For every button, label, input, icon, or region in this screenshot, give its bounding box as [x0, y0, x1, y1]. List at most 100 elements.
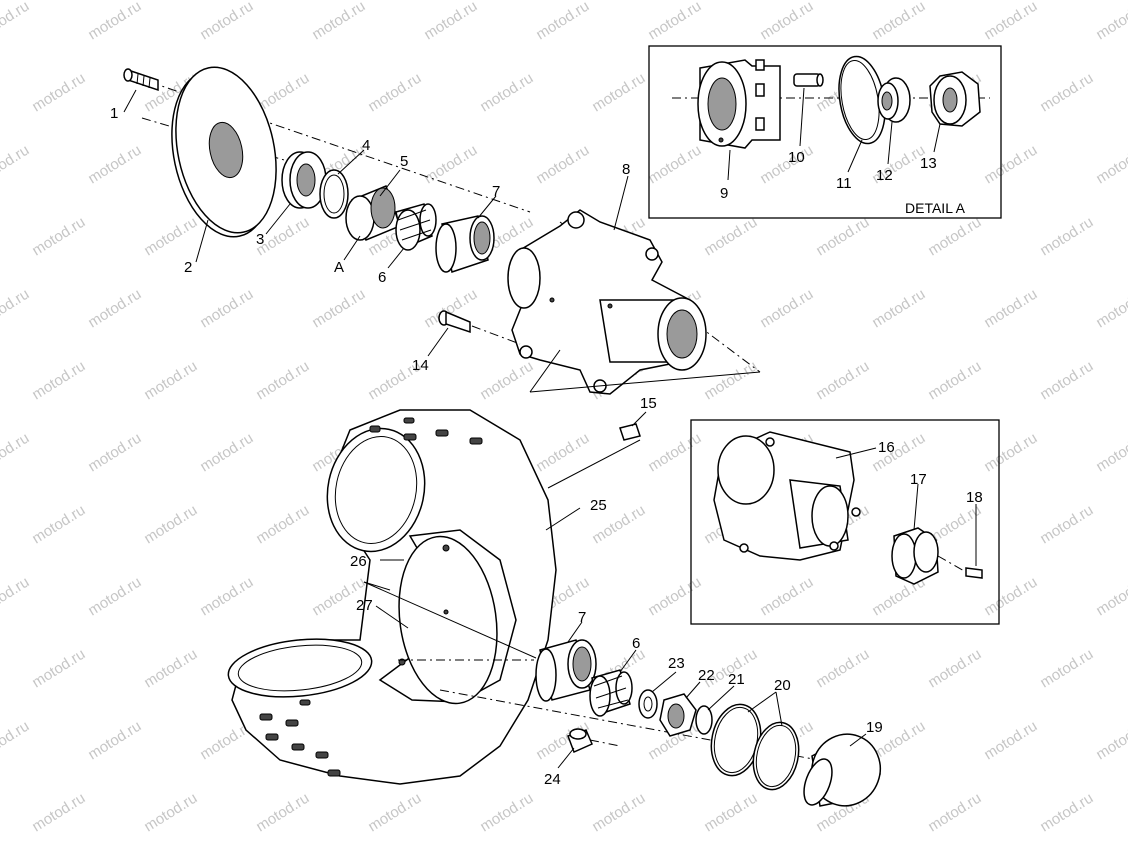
callout-22: 22: [698, 667, 715, 684]
part-6-bearing-upper: [395, 203, 437, 251]
watermark-text: motod.ru: [645, 0, 704, 43]
watermark-text: motod.ru: [85, 142, 144, 188]
part-17-collar: [891, 527, 939, 585]
callout-15: 15: [640, 395, 657, 412]
callout-6-lower: 6: [632, 635, 640, 652]
watermark-text: motod.ru: [925, 214, 984, 260]
watermark-text: motod.ru: [0, 0, 32, 43]
callout-24: 24: [544, 771, 561, 788]
part-9-collar: [697, 59, 781, 149]
watermark-text: motod.ru: [1093, 142, 1128, 188]
watermark-text: motod.ru: [1093, 718, 1128, 764]
watermark-text: motod.ru: [757, 0, 816, 43]
watermark-text: motod.ru: [1037, 358, 1096, 404]
watermark-text: motod.ru: [197, 286, 256, 332]
watermark-text: motod.ru: [365, 790, 424, 836]
watermark-text: motod.ru: [141, 790, 200, 836]
watermark-text: motod.ru: [981, 574, 1040, 620]
part-18-bolt: [937, 555, 983, 579]
part-13-hex-nut: [929, 71, 981, 127]
part-6-bearing-lower: [589, 669, 633, 717]
part-12-spacer: [877, 77, 911, 123]
part-16-hub-alt: [713, 431, 861, 561]
callout-25: 25: [590, 497, 607, 514]
callout-3: 3: [256, 231, 264, 248]
callout-14: 14: [412, 357, 429, 374]
callout-1: 1: [110, 105, 118, 122]
watermark-text: motod.ru: [29, 214, 88, 260]
watermark-text: motod.ru: [141, 646, 200, 692]
part-2-brake-disc: [171, 66, 277, 238]
watermark-text: motod.ru: [813, 358, 872, 404]
watermark-text: motod.ru: [1037, 790, 1096, 836]
part-23-washer: [638, 689, 658, 719]
callout-A: A: [334, 259, 344, 276]
part-5-collar: [345, 185, 401, 241]
part-4-snap-ring: [319, 169, 349, 219]
watermark-text: motod.ru: [925, 646, 984, 692]
watermark-text: motod.ru: [1037, 502, 1096, 548]
callout-26: 26: [350, 553, 367, 570]
watermark-text: motod.ru: [29, 70, 88, 116]
watermark-text: motod.ru: [869, 0, 928, 43]
watermark-text: motod.ru: [533, 430, 592, 476]
watermark-text: motod.ru: [757, 286, 816, 332]
callout-17: 17: [910, 471, 927, 488]
watermark-text: motod.ru: [589, 70, 648, 116]
watermark-text: motod.ru: [477, 790, 536, 836]
callout-4: 4: [362, 137, 370, 154]
watermark-text: motod.ru: [533, 142, 592, 188]
watermark-text: motod.ru: [981, 286, 1040, 332]
watermark-text: motod.ru: [925, 790, 984, 836]
watermark-text: motod.ru: [421, 0, 480, 43]
watermark-text: motod.ru: [29, 358, 88, 404]
watermark-text: motod.ru: [477, 358, 536, 404]
watermark-text: motod.ru: [645, 142, 704, 188]
part-21-o-ring: [695, 705, 713, 735]
part-7-bearing-race-lower: [535, 639, 597, 702]
callout-13: 13: [920, 155, 937, 172]
watermark-text: motod.ru: [1037, 646, 1096, 692]
watermark-text: motod.ru: [197, 574, 256, 620]
callout-9: 9: [720, 185, 728, 202]
watermark-text: motod.ru: [421, 142, 480, 188]
part-8-hub: [507, 209, 707, 395]
detail-a-box: [648, 45, 1002, 219]
watermark-text: motod.ru: [253, 790, 312, 836]
watermark-text: motod.ru: [1037, 70, 1096, 116]
watermark-text: motod.ru: [645, 574, 704, 620]
part-10-pin: [793, 73, 824, 87]
watermark-text: motod.ru: [29, 790, 88, 836]
watermark-text: motod.ru: [757, 142, 816, 188]
watermark-text: motod.ru: [0, 286, 32, 332]
watermark-text: motod.ru: [645, 430, 704, 476]
watermark-text: motod.ru: [981, 718, 1040, 764]
watermark-text: motod.ru: [1037, 214, 1096, 260]
watermark-text: motod.ru: [141, 214, 200, 260]
watermark-text: motod.ru: [701, 214, 760, 260]
detail-a-title: DETAIL A: [905, 200, 966, 216]
callout-19: 19: [866, 719, 883, 736]
watermark-text: motod.ru: [701, 790, 760, 836]
watermark-text: motod.ru: [0, 718, 32, 764]
watermark-text: motod.ru: [925, 358, 984, 404]
part-27-rim: [378, 529, 517, 705]
watermark-text: motod.ru: [141, 502, 200, 548]
watermark-text: motod.ru: [309, 286, 368, 332]
watermark-text: motod.ru: [253, 358, 312, 404]
part-22-castle-nut: [659, 693, 697, 737]
watermark-text: motod.ru: [197, 430, 256, 476]
callout-8: 8: [622, 161, 630, 178]
watermark-text: motod.ru: [29, 502, 88, 548]
watermark-text: motod.ru: [869, 286, 928, 332]
callout-18: 18: [966, 489, 983, 506]
callout-10: 10: [788, 149, 805, 166]
watermark-text: motod.ru: [85, 286, 144, 332]
watermark-text: motod.ru: [0, 574, 32, 620]
watermark-text: motod.ru: [365, 70, 424, 116]
callout-2: 2: [184, 259, 192, 276]
watermark-text: motod.ru: [1093, 286, 1128, 332]
watermark-text: motod.ru: [477, 70, 536, 116]
part-14-bolt: [438, 310, 471, 334]
